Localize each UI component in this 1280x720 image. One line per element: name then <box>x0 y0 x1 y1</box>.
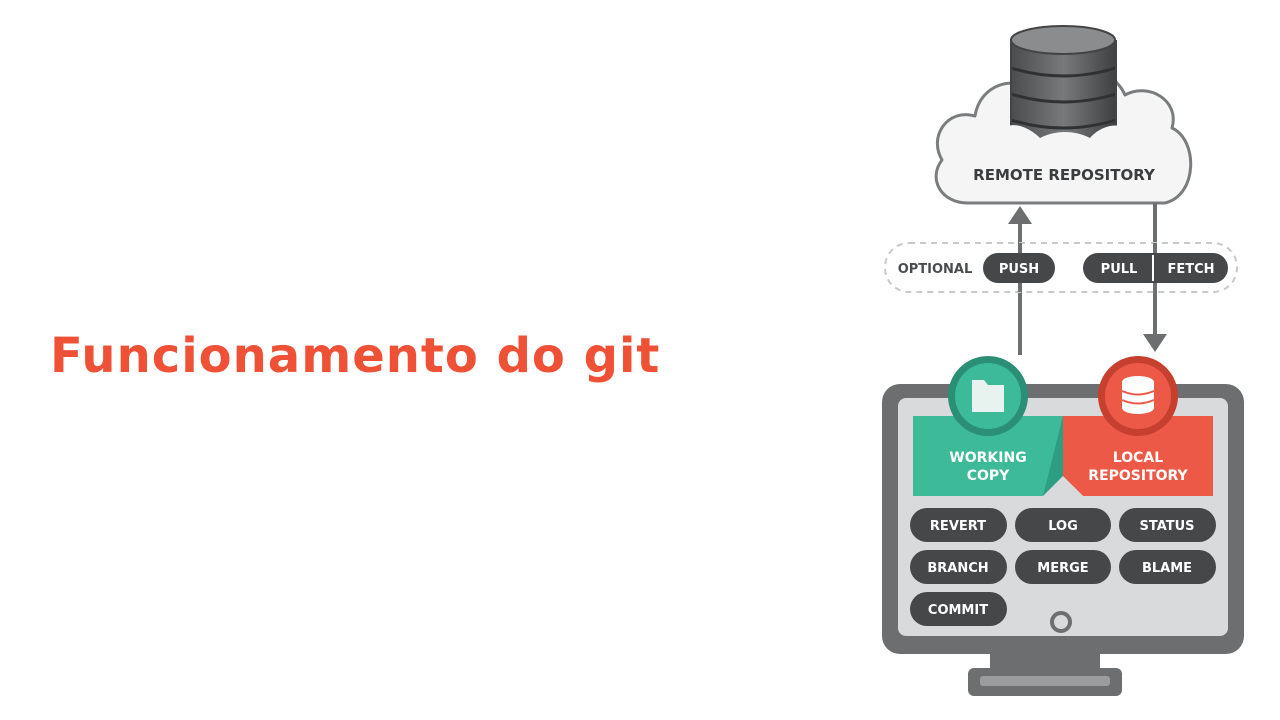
command-commit-label: COMMIT <box>928 603 988 618</box>
power-button-icon <box>1050 611 1072 633</box>
command-status-label: STATUS <box>1139 519 1194 534</box>
working-copy-label-line1: WORKING <box>949 450 1026 466</box>
command-revert-label: REVERT <box>930 519 986 534</box>
local-database-icon <box>1098 356 1178 436</box>
pull-button[interactable]: PULL <box>1101 262 1138 277</box>
push-button[interactable]: PUSH <box>983 253 1055 283</box>
command-log[interactable]: LOG <box>1015 508 1111 542</box>
command-merge[interactable]: MERGE <box>1015 550 1111 584</box>
fetch-button[interactable]: FETCH <box>1167 262 1214 277</box>
command-revert[interactable]: REVERT <box>910 508 1007 542</box>
local-repository-panel <box>1063 416 1213 496</box>
local-repository-label-line1: LOCAL <box>1113 450 1163 466</box>
command-log-label: LOG <box>1048 519 1078 534</box>
optional-label: OPTIONAL <box>898 262 973 277</box>
command-blame-label: BLAME <box>1142 561 1192 576</box>
folder-icon <box>948 356 1028 436</box>
pull-fetch-pill <box>1083 253 1228 283</box>
local-repository-label-line2: REPOSITORY <box>1088 468 1188 484</box>
working-copy-label-line2: COPY <box>967 468 1010 484</box>
push-label: PUSH <box>999 262 1039 277</box>
command-status[interactable]: STATUS <box>1119 508 1216 542</box>
command-commit[interactable]: COMMIT <box>910 592 1007 626</box>
database-icon <box>1010 25 1117 140</box>
command-blame[interactable]: BLAME <box>1119 550 1216 584</box>
command-merge-label: MERGE <box>1037 561 1088 576</box>
remote-repository-label: REMOTE REPOSITORY <box>973 166 1156 184</box>
slide-title: Funcionamento do git <box>50 328 661 384</box>
command-branch[interactable]: BRANCH <box>910 550 1007 584</box>
command-branch-label: BRANCH <box>927 561 988 576</box>
